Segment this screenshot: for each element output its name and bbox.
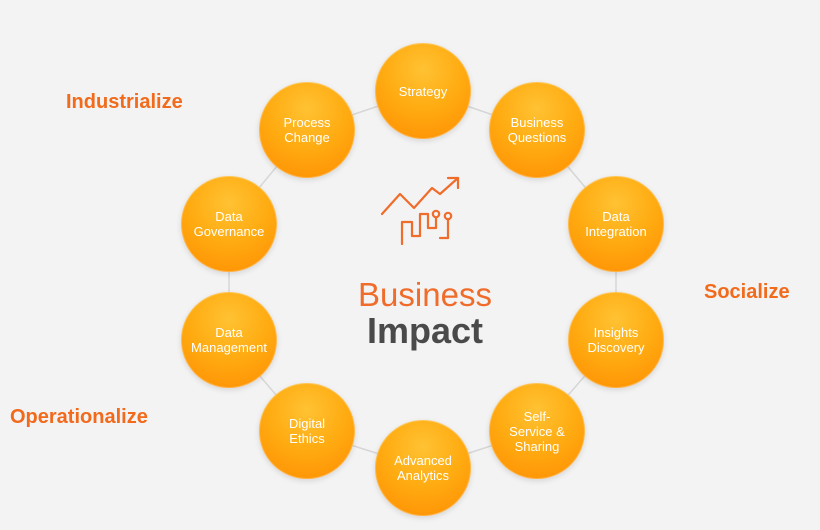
node-process-change: Process Change	[259, 82, 355, 178]
node-insights-discovery: Insights Discovery	[568, 292, 664, 388]
node-label: Advanced Analytics	[394, 453, 452, 483]
node-label: Data Management	[191, 325, 267, 355]
node-label: Insights Discovery	[587, 325, 645, 355]
center-title-impact: Impact	[366, 310, 484, 351]
node-label: Business Questions	[507, 115, 567, 145]
node-self-service-sharing: Self- Service & Sharing	[489, 383, 585, 479]
node-digital-ethics: Digital Ethics	[259, 383, 355, 479]
node-label: Digital Ethics	[288, 416, 326, 446]
node-strategy: Strategy	[375, 43, 471, 139]
node-label: Self- Service & Sharing	[509, 408, 565, 454]
node-label: Data Governance	[193, 209, 265, 239]
socialize-label: Socialize	[704, 281, 790, 303]
center-title-business: Business	[358, 276, 492, 313]
node-label: Strategy	[398, 83, 448, 99]
node-business-questions: Business Questions	[489, 82, 585, 178]
trend-chart-icon	[380, 176, 460, 246]
node-label: Data Integration	[585, 209, 647, 239]
node-data-management: Data Management	[181, 292, 277, 388]
node-data-integration: Data Integration	[568, 176, 664, 272]
node-label: Process Change	[283, 115, 331, 145]
node-data-governance: Data Governance	[181, 176, 277, 272]
operationalize-label: Operationalize	[10, 406, 148, 428]
industrialize-label: Industrialize	[66, 91, 183, 113]
node-advanced-analytics: Advanced Analytics	[375, 420, 471, 516]
